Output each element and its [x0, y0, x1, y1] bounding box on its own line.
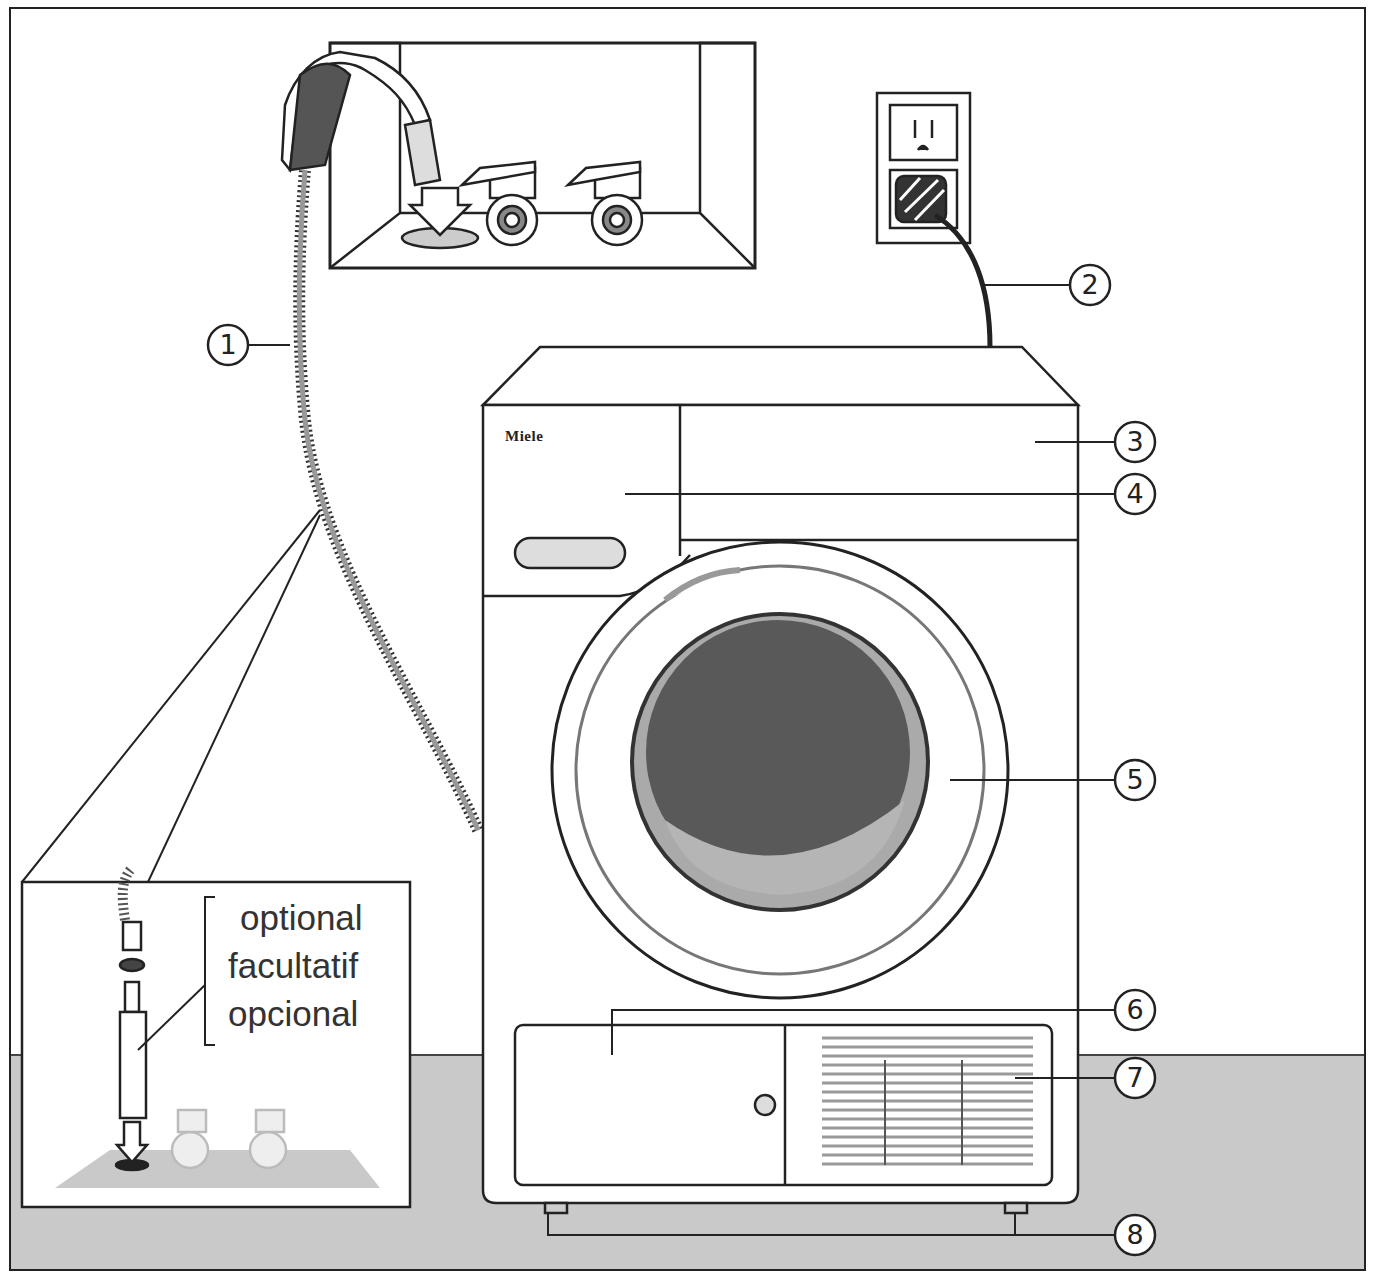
air-vent — [822, 1038, 1033, 1165]
note-text: optional — [240, 898, 363, 938]
bracket — [205, 897, 215, 1045]
leader-lines — [248, 285, 1115, 1235]
callout-number: 4 — [1115, 474, 1155, 514]
callout-number: 5 — [1115, 760, 1155, 800]
drain-hose — [282, 52, 478, 830]
note-text: facultatif — [228, 946, 358, 986]
power-outlet — [877, 93, 970, 243]
callout-circles — [208, 265, 1155, 1255]
water-valve — [568, 162, 642, 245]
note-text: opcional — [228, 994, 358, 1034]
callout-number: 2 — [1070, 265, 1110, 305]
inset-detail — [22, 510, 410, 1207]
callout-number: 1 — [208, 325, 248, 365]
frame — [10, 8, 1365, 1270]
callout-number: 8 — [1115, 1215, 1155, 1255]
water-valve — [462, 162, 537, 245]
callout-number: 7 — [1115, 1058, 1155, 1098]
callout-number: 6 — [1115, 990, 1155, 1030]
power-cord — [935, 215, 990, 347]
callout-number: 3 — [1115, 422, 1155, 462]
brand-name: Miele — [505, 428, 543, 445]
